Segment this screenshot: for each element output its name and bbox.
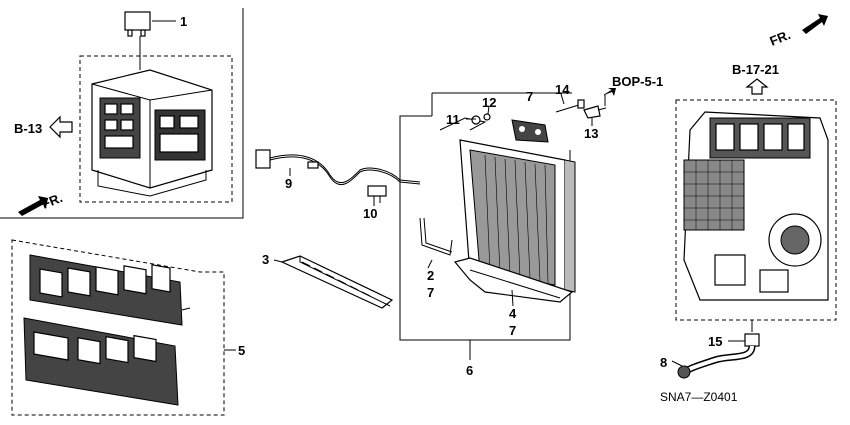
callout-7-tray: 7	[509, 323, 516, 338]
callout-10: 10	[363, 206, 377, 221]
callout-11: 11	[446, 112, 460, 127]
callout-8: 8	[660, 355, 667, 370]
callout-13: 13	[584, 126, 598, 141]
callout-14: 14	[555, 82, 570, 97]
callout-4: 4	[509, 306, 517, 321]
diagram-code: SNA7—Z0401	[660, 390, 738, 404]
ref-b1721: B-17-21	[732, 62, 779, 77]
callout-7-bracket: 7	[427, 285, 434, 300]
front-label-left: FR.	[40, 190, 65, 212]
evaporator-group	[399, 88, 616, 360]
callout-9: 9	[285, 176, 292, 191]
filter-part	[273, 255, 394, 309]
relay-box-group	[0, 8, 244, 219]
callout-3: 3	[262, 252, 269, 267]
callout-1: 1	[180, 14, 187, 29]
callout-12: 12	[482, 95, 496, 110]
ref-bop51: BOP-5-1	[612, 74, 663, 89]
callout-7-gasket: 7	[526, 89, 533, 104]
callout-5: 5	[238, 343, 245, 358]
callout-6: 6	[466, 363, 473, 378]
heater-unit-group	[671, 14, 837, 379]
callout-2: 2	[427, 268, 434, 283]
callout-15: 15	[708, 334, 722, 349]
front-label-right: FR.	[768, 27, 793, 49]
control-panel	[11, 239, 236, 416]
ref-b13: B-13	[14, 121, 42, 136]
sensor-harness	[255, 149, 421, 203]
